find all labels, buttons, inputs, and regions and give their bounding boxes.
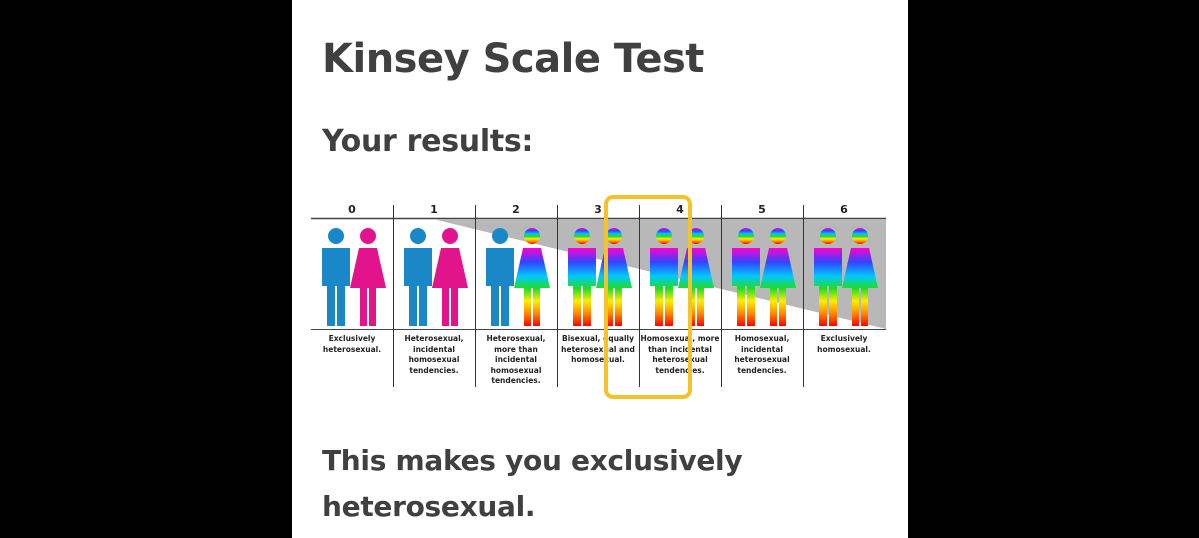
scale-number-6: 6	[840, 203, 848, 216]
scale-number-1: 1	[430, 203, 438, 216]
scale-number-0: 0	[348, 203, 356, 216]
scale-number-5: 5	[758, 203, 766, 216]
scale-description-4: Homosexual, more than incidental heteros…	[640, 334, 720, 375]
couple-figure-4	[650, 228, 714, 326]
couple-figure-0	[322, 228, 386, 326]
column-separator	[639, 205, 640, 387]
scale-description-2: Heterosexual, more than incidental homos…	[486, 334, 546, 385]
kinsey-scale-graphic	[311, 217, 886, 330]
couple-figure-5	[732, 228, 796, 326]
couple-figure-6	[814, 228, 878, 326]
scale-description-1: Heterosexual, incidental homosexual tend…	[404, 334, 464, 375]
scale-description-3: Bisexual, equally heterosexual and homos…	[561, 334, 635, 364]
selected-highlight	[604, 195, 692, 399]
column-separator	[393, 205, 394, 387]
column-separator	[721, 205, 722, 387]
column-separator	[475, 205, 476, 387]
result-card: Kinsey Scale Test Your results:	[292, 0, 908, 538]
scale-number-2: 2	[512, 203, 520, 216]
results-heading: Your results:	[322, 124, 534, 159]
result-text: This makes you exclusively heterosexual.	[322, 444, 743, 523]
scale-number-3: 3	[594, 203, 602, 216]
page-title: Kinsey Scale Test	[322, 36, 704, 82]
scale-description-6: Exclusively homosexual.	[817, 334, 871, 354]
scale-description-5: Homosexual, incidental heterosexual tend…	[734, 334, 790, 375]
scale-number-4: 4	[676, 203, 684, 216]
couple-figure-2	[486, 228, 550, 326]
column-separator	[803, 205, 804, 387]
couple-figure-1	[404, 228, 468, 326]
scale-description-0: Exclusively heterosexual.	[322, 334, 382, 354]
column-separator	[557, 205, 558, 387]
